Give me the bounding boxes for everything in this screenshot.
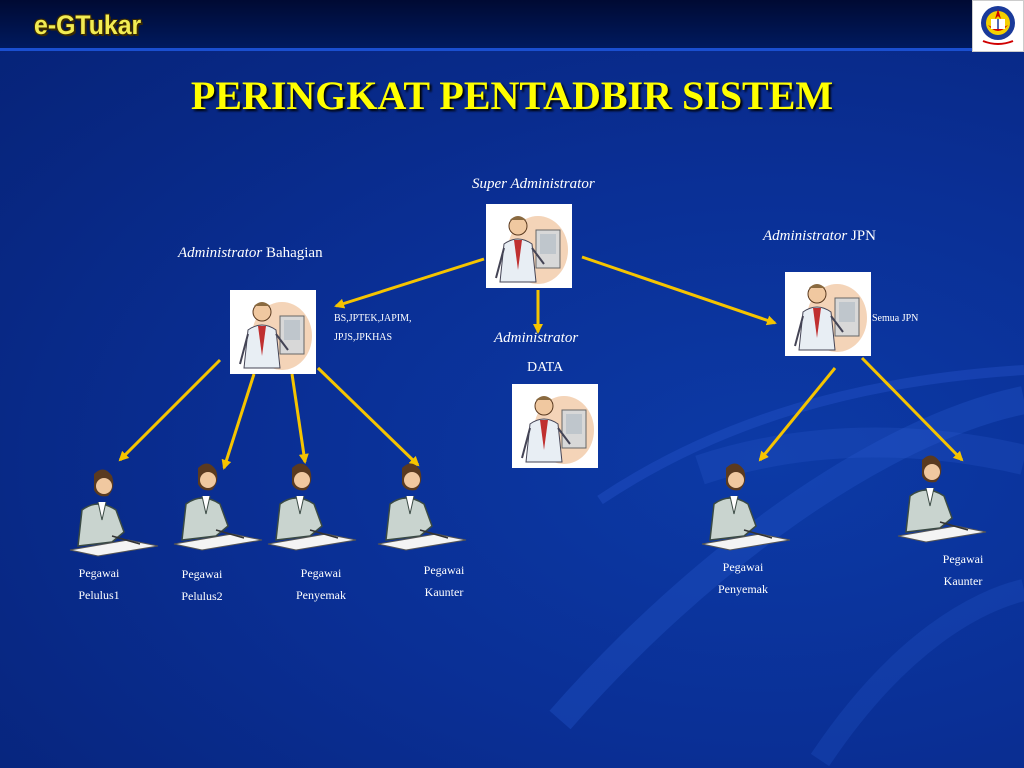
super-admin-node: [486, 204, 572, 288]
admin-person-icon: [495, 216, 568, 284]
officer-woman-icon: [173, 463, 263, 551]
super-admin-label: Super Administrator: [472, 176, 595, 192]
admin-data-label: Administrator: [494, 330, 579, 346]
officer-woman-icon: [897, 455, 987, 543]
admin-bahagian-node: [230, 290, 316, 374]
staff-figure: [700, 460, 792, 552]
app-logo-text: e-GTukar: [34, 10, 142, 40]
admin-jpn-label: Administrator JPN: [763, 228, 876, 244]
admin-bahagian-note: BS,JPTEK,JAPIM, JPJS,JPKHAS: [334, 313, 412, 343]
admin-person-icon: [521, 396, 594, 464]
staff-figure: [376, 460, 468, 552]
staff-figure: [266, 460, 358, 552]
officer-woman-icon: [701, 463, 791, 551]
officer-woman-icon: [377, 463, 467, 551]
staff-figure: [896, 452, 988, 544]
admin-person-icon: [794, 284, 867, 352]
officer-woman-icon: [267, 463, 357, 551]
admin-data-sublabel: DATA: [527, 360, 564, 375]
staff-figure: [172, 460, 264, 552]
officer-woman-icon: [69, 469, 159, 557]
admin-jpn-node: [785, 272, 871, 356]
admin-bahagian-label: Administrator Bahagian: [178, 245, 323, 261]
admin-person-icon: [239, 302, 312, 370]
header-bar: e-GTukar: [0, 0, 1024, 52]
admin-data-node: [512, 384, 598, 468]
page-title: PERINGKAT PENTADBIR SISTEM: [190, 73, 834, 118]
staff-figure: [68, 466, 160, 558]
admin-jpn-note: Semua JPN: [872, 313, 919, 324]
